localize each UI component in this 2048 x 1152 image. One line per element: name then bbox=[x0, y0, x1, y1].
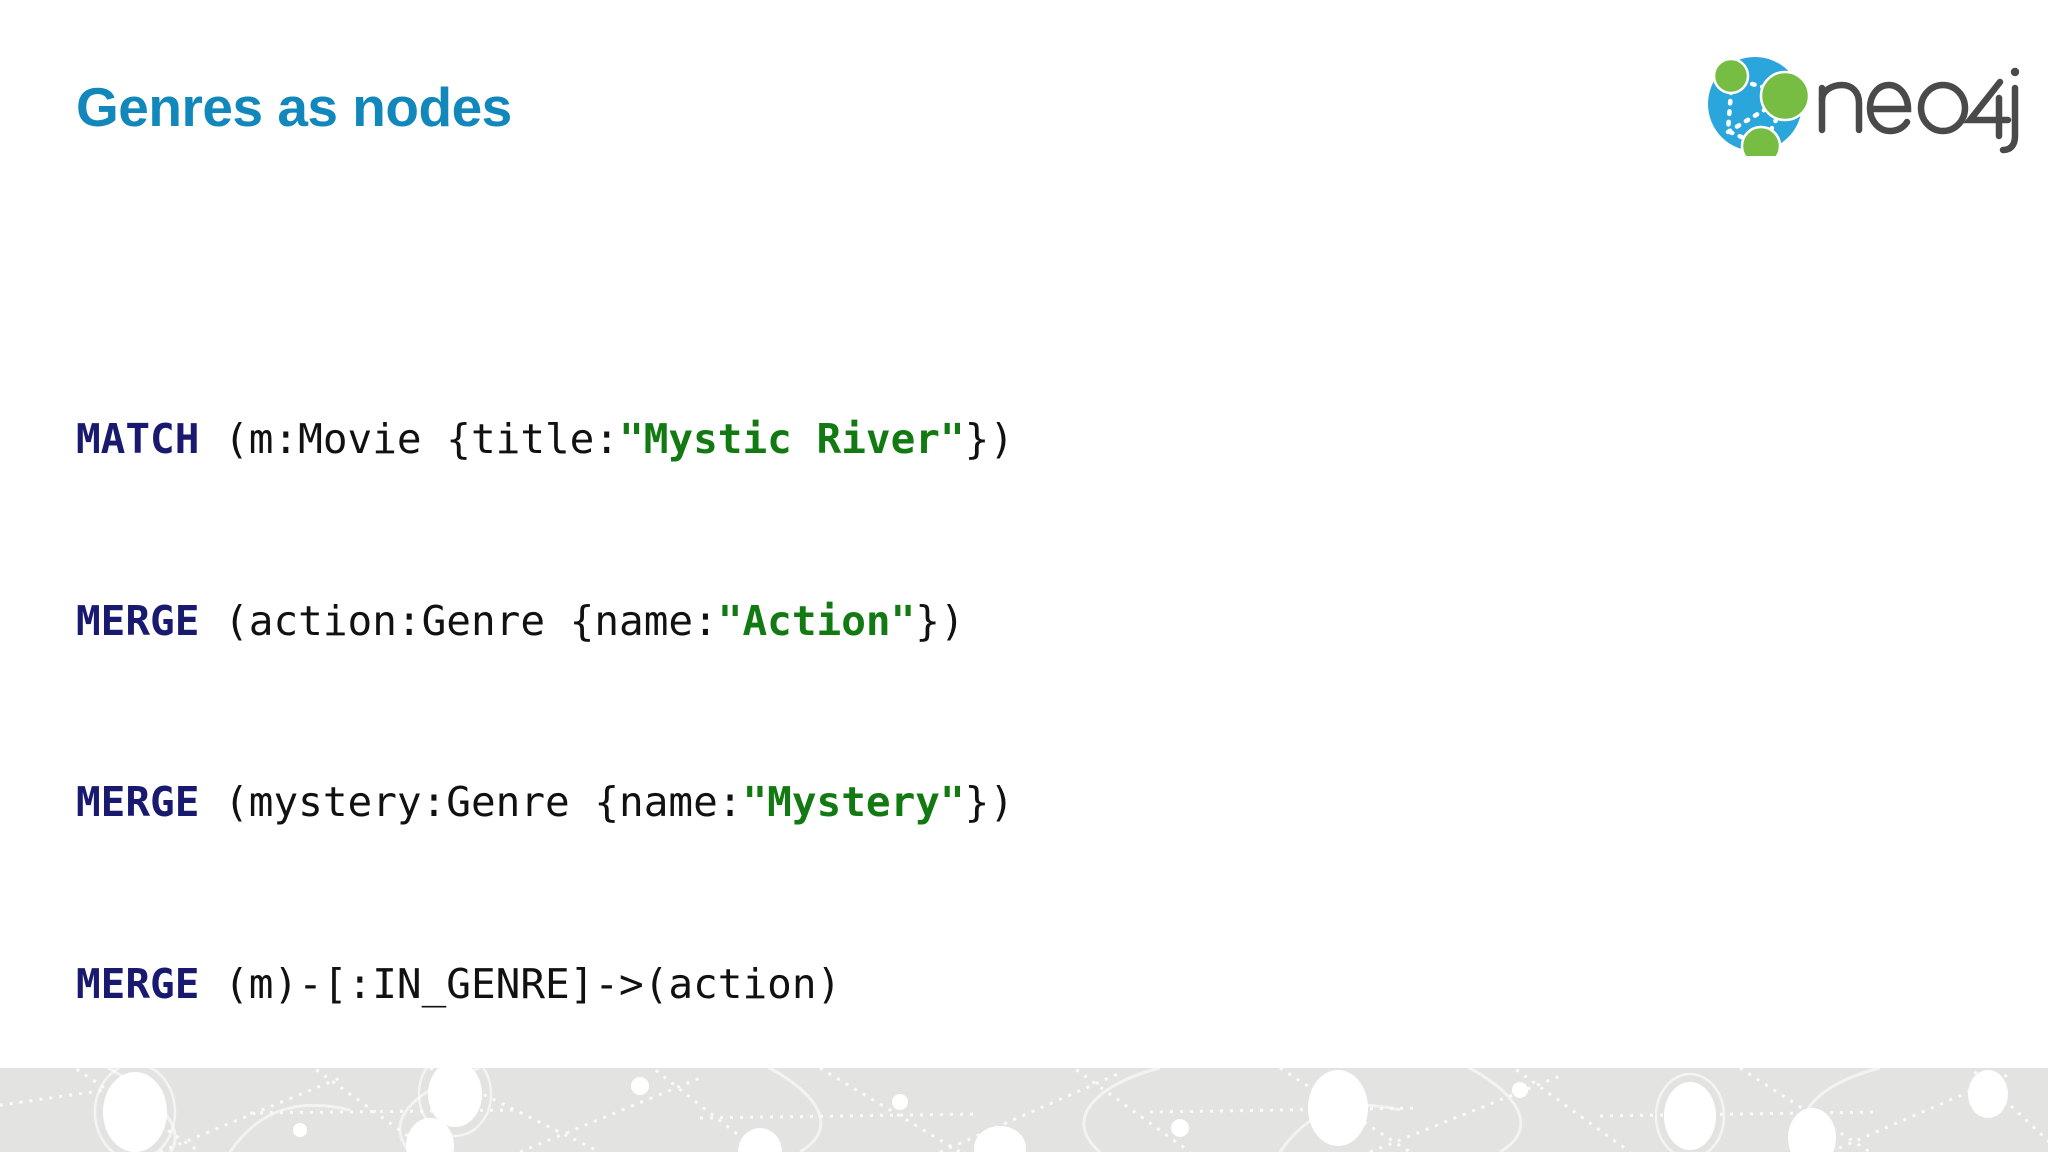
page-title: Genres as nodes bbox=[76, 76, 512, 138]
code-line: MERGE (action:Genre {name:"Action"}) bbox=[76, 591, 1014, 652]
code-token-keyword: MERGE bbox=[76, 959, 200, 1008]
logo-wordmark bbox=[1818, 78, 2019, 154]
code-token-plain: }) bbox=[964, 415, 1015, 463]
code-token-plain: }) bbox=[964, 778, 1015, 826]
code-token-string: "Action" bbox=[717, 596, 916, 645]
code-token-string: "Mystery" bbox=[742, 778, 965, 826]
code-token-string: "Mystic River" bbox=[619, 415, 965, 463]
logo-node-top-left bbox=[1712, 57, 1750, 95]
logo-wordmark-j-dot bbox=[2010, 67, 2020, 77]
code-token-plain: }) bbox=[915, 596, 965, 645]
code-token-plain: (mystery:Genre {name: bbox=[199, 778, 743, 826]
code-token-keyword: MATCH bbox=[76, 415, 200, 463]
logo-node-bottom bbox=[1740, 125, 1782, 156]
logo-node-right bbox=[1759, 70, 1811, 122]
code-token-plain: (m:Movie {title: bbox=[199, 415, 620, 463]
code-token-plain: (action:Genre {name: bbox=[199, 596, 718, 645]
graph-network-band bbox=[0, 1068, 2048, 1152]
code-line: MERGE (mystery:Genre {name:"Mystery"}) bbox=[76, 772, 1014, 833]
code-line: MERGE (m)-[:IN_GENRE]->(action) bbox=[76, 954, 1014, 1015]
code-token-keyword: MERGE bbox=[76, 596, 200, 645]
code-line: MATCH (m:Movie {title:"Mystic River"}) bbox=[76, 409, 1014, 470]
neo4j-logo bbox=[1702, 48, 2022, 156]
graph-nodes bbox=[103, 1068, 2008, 1152]
cypher-code-block: MATCH (m:Movie {title:"Mystic River"}) M… bbox=[76, 288, 1014, 1152]
code-token-keyword: MERGE bbox=[76, 778, 200, 826]
code-token-plain: (m)-[:IN_GENRE]->(action) bbox=[199, 959, 842, 1008]
